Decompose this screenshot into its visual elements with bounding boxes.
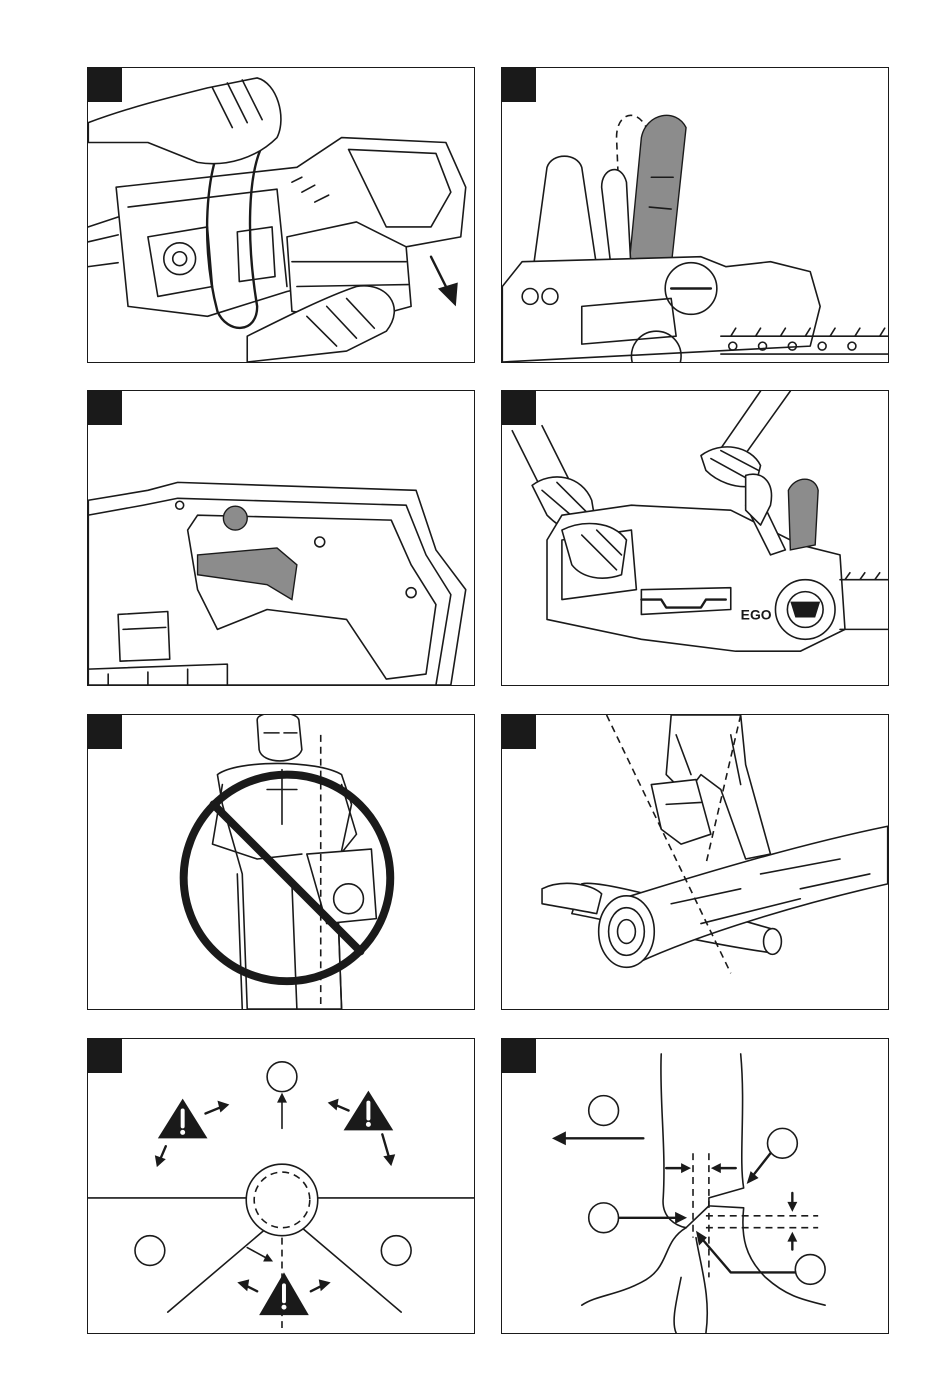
- figure-4-two-hand-grip: EGO: [501, 390, 889, 686]
- warning-triangle-icon: [158, 1099, 208, 1139]
- figure-8-felling-notch: [501, 1038, 889, 1334]
- figure-6-bucking-log: [501, 714, 889, 1010]
- incorrect-stance-illustration: [88, 715, 474, 1009]
- bucking-log-illustration: [502, 715, 888, 1009]
- warning-triangle-icon: [259, 1272, 309, 1315]
- two-hand-grip-illustration: EGO: [502, 391, 888, 685]
- felling-retreat-zone-illustration: [88, 1039, 474, 1333]
- figure-2-chain-brake: [501, 67, 889, 363]
- lock-off-button-illustration: [88, 391, 474, 685]
- battery-removal-illustration: [88, 68, 474, 362]
- warning-triangle-icon: [344, 1091, 394, 1131]
- figure-3-lock-off-button: [87, 390, 475, 686]
- brand-logo: EGO: [741, 606, 772, 622]
- figure-1-battery-removal: [87, 67, 475, 363]
- arrow-icon: [552, 1131, 566, 1145]
- figure-5-incorrect-stance: [87, 714, 475, 1010]
- chain-brake-illustration: [502, 68, 888, 362]
- felling-notch-illustration: [502, 1039, 888, 1333]
- arrow-icon: [438, 283, 458, 307]
- figure-7-felling-retreat-zone: [87, 1038, 475, 1334]
